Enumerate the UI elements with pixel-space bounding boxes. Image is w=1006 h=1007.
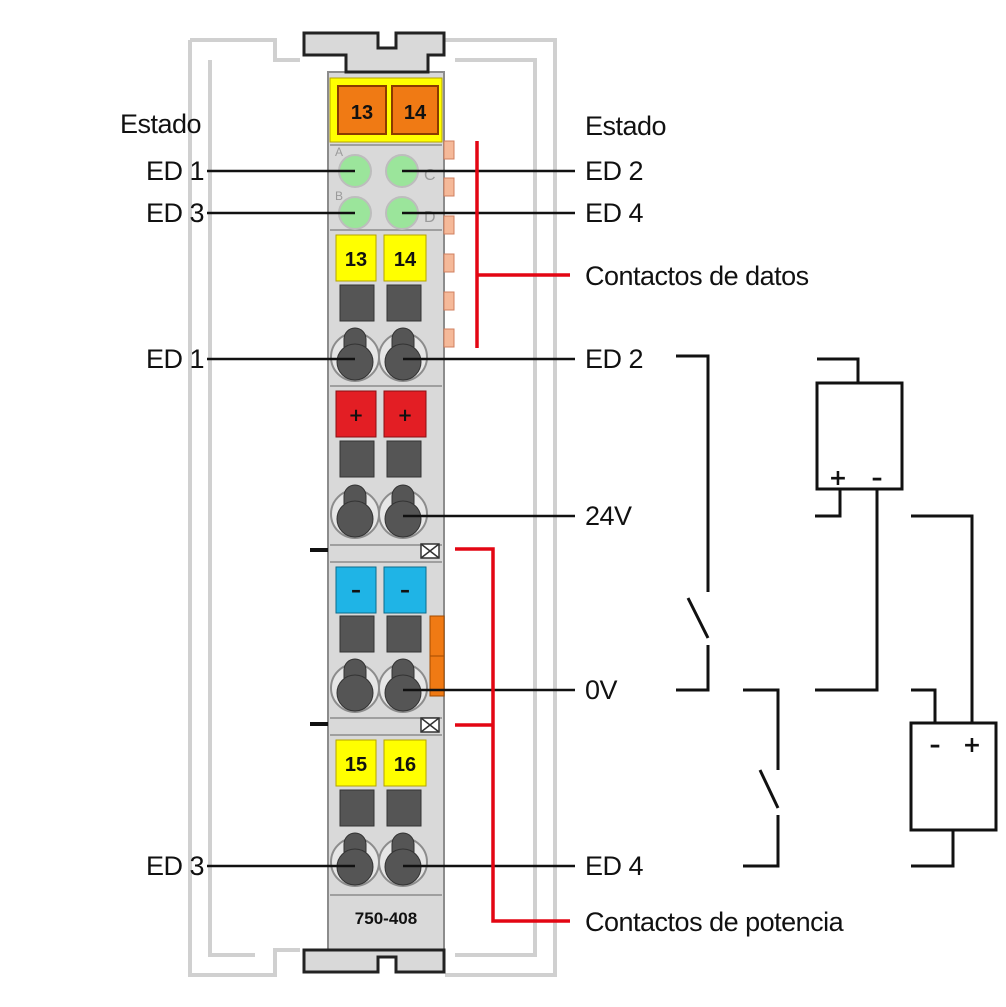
label-data-contacts: Contactos de datos bbox=[585, 261, 809, 291]
power-jumper-bottom bbox=[420, 717, 440, 733]
supply-bottom-plus: + bbox=[963, 733, 981, 758]
marker-plus-right bbox=[383, 390, 427, 438]
top-marker-14 bbox=[391, 85, 439, 135]
label-estado-right: Estado bbox=[585, 111, 666, 141]
label-term-ed3: ED 3 bbox=[146, 851, 204, 881]
marker-16 bbox=[383, 739, 427, 787]
led-letter-a: A bbox=[335, 145, 343, 159]
external-wiring bbox=[676, 354, 974, 868]
label-term-ed2: ED 2 bbox=[585, 344, 643, 374]
marker-minus-left bbox=[335, 566, 377, 614]
marker-15 bbox=[335, 739, 377, 787]
clamp-row-3 bbox=[330, 658, 428, 713]
marker-15-label: 15 bbox=[345, 754, 367, 776]
model-number: 750-408 bbox=[355, 909, 417, 928]
power-jumper-top bbox=[420, 543, 440, 559]
release-button-1a[interactable] bbox=[339, 284, 375, 322]
label-led-ed2: ED 2 bbox=[585, 156, 643, 186]
label-led-ed4: ED 4 bbox=[585, 198, 644, 228]
supply-bottom: – + bbox=[909, 721, 998, 832]
marker-minus-left-label: – bbox=[351, 578, 361, 602]
label-0v: 0V bbox=[585, 675, 618, 705]
release-button-3b[interactable] bbox=[386, 615, 422, 653]
release-button-4a[interactable] bbox=[339, 789, 375, 827]
module-750-408: 13 14 A C B D bbox=[302, 31, 455, 974]
marker-13-label: 13 bbox=[345, 249, 367, 271]
label-estado-left: Estado bbox=[120, 109, 201, 139]
marker-16-label: 16 bbox=[394, 754, 416, 776]
clamp-row-2 bbox=[330, 484, 428, 539]
supply-bottom-minus: – bbox=[930, 733, 941, 758]
marker-plus-left bbox=[335, 390, 377, 438]
release-button-4b[interactable] bbox=[386, 789, 422, 827]
release-button-1b[interactable] bbox=[386, 284, 422, 322]
label-led-ed1: ED 1 bbox=[146, 156, 204, 186]
supply-top-minus: – bbox=[872, 466, 883, 491]
marker-plus-left-label: + bbox=[348, 405, 363, 426]
label-term-ed4: ED 4 bbox=[585, 851, 644, 881]
led-letter-d: D bbox=[424, 209, 436, 226]
top-marker-13-label: 13 bbox=[351, 102, 373, 124]
top-marker-14-label: 14 bbox=[404, 102, 427, 124]
bottom-latch bbox=[302, 948, 446, 974]
marker-plus-right-label: + bbox=[397, 405, 412, 426]
supply-top-plus: + bbox=[829, 466, 847, 491]
data-contacts-bracket bbox=[475, 141, 570, 348]
marker-minus-right-label: – bbox=[400, 578, 410, 602]
marker-13 bbox=[335, 234, 377, 282]
clamp-row-4 bbox=[330, 832, 428, 887]
data-contact-tabs bbox=[443, 140, 455, 348]
marker-minus-right bbox=[383, 566, 427, 614]
release-button-2a[interactable] bbox=[339, 440, 375, 478]
top-latch bbox=[302, 31, 446, 74]
leader-lines bbox=[207, 169, 575, 868]
label-led-ed3: ED 3 bbox=[146, 198, 204, 228]
release-button-3a[interactable] bbox=[339, 615, 375, 653]
label-power-contacts: Contactos de potencia bbox=[585, 907, 845, 937]
clamp-row-1 bbox=[330, 327, 428, 382]
label-24v: 24V bbox=[585, 501, 632, 531]
marker-14 bbox=[383, 234, 427, 282]
marker-14-label: 14 bbox=[394, 249, 417, 271]
label-term-ed1: ED 1 bbox=[146, 344, 204, 374]
top-marker-13 bbox=[337, 85, 387, 135]
release-button-2b[interactable] bbox=[386, 440, 422, 478]
led-letter-c: C bbox=[424, 167, 436, 184]
led-letter-b: B bbox=[335, 189, 343, 203]
supply-top: + – bbox=[815, 381, 904, 491]
power-contacts-bracket bbox=[455, 547, 570, 923]
